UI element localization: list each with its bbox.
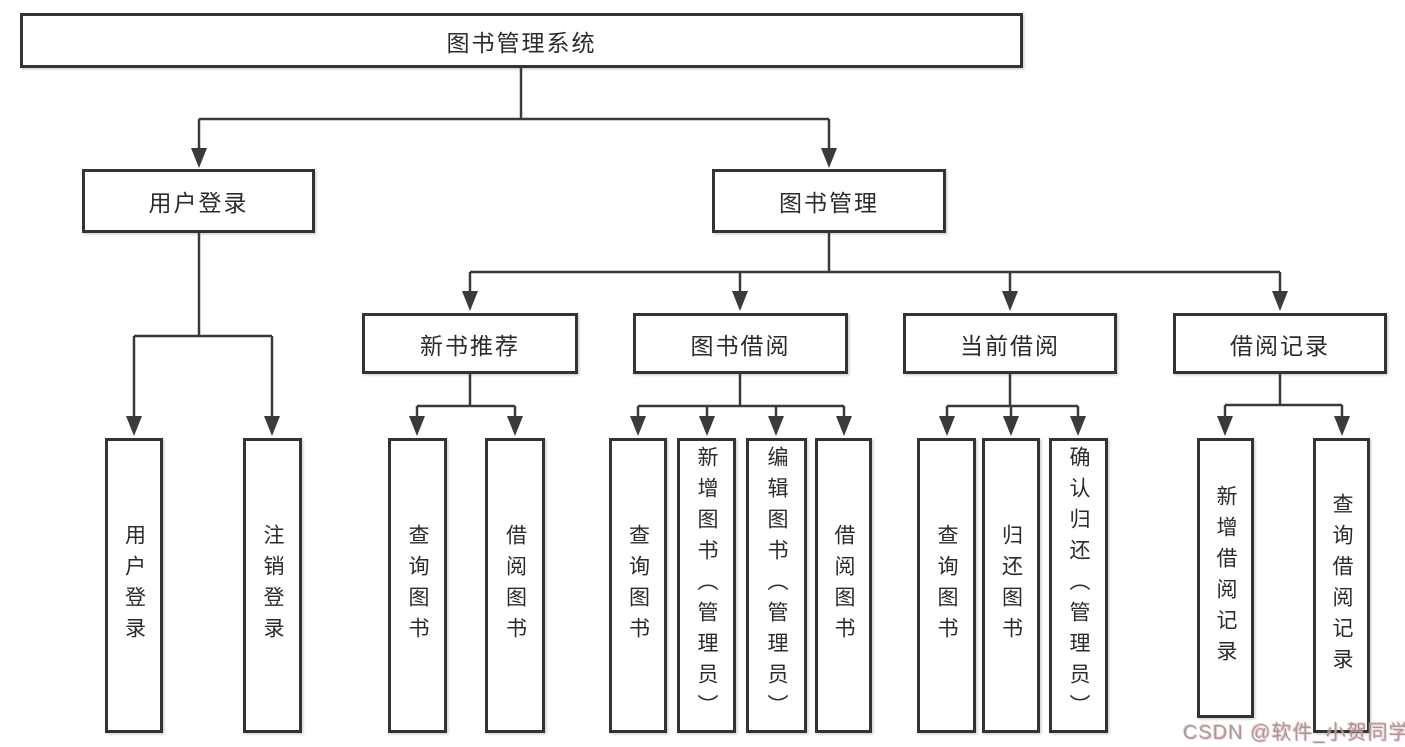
node-root-system: 图书管理系统 [20,13,1023,68]
node-borrow-records-label: 借阅记录 [1230,332,1330,359]
leaf-logout: 注销登录 [243,438,302,733]
node-borrow-records: 借阅记录 [1173,313,1387,374]
node-current-borrow: 当前借阅 [903,313,1117,374]
leaf-user-login: 用户登录 [105,438,163,733]
node-book-management: 图书管理 [712,169,946,233]
node-user-login: 用户登录 [82,169,315,233]
node-book-borrow-label: 图书借阅 [690,332,791,359]
leaf-add-books-admin: 新增图书（管理员） [677,438,736,733]
leaf-edit-books-admin: 编辑图书（管理员） [746,438,807,733]
leaf-query-borrow-record: 查询借阅记录 [1313,438,1370,733]
arrowheads [126,148,1350,436]
leaf-borrow-books-recommend: 借阅图书 [485,438,545,733]
node-new-book-recommend-label: 新书推荐 [420,332,520,359]
node-current-borrow-label: 当前借阅 [960,332,1060,359]
leaf-query-books-recommend: 查询图书 [388,438,447,733]
leaf-confirm-return-admin: 确认归还（管理员） [1049,438,1108,733]
leaf-add-borrow-record: 新增借阅记录 [1197,438,1254,718]
node-book-management-label: 图书管理 [779,190,879,216]
leaf-query-books-current: 查询图书 [917,438,976,733]
leaf-return-books: 归还图书 [982,438,1040,733]
leaf-query-books-borrow: 查询图书 [609,438,667,733]
node-book-borrow: 图书借阅 [633,313,848,374]
node-root-label: 图书管理系统 [446,29,597,56]
leaf-borrow-books: 借阅图书 [815,438,872,733]
csdn-watermark: CSDN @软件_小贺同学 [1183,722,1405,744]
node-new-book-recommend: 新书推荐 [362,313,578,374]
node-user-login-label: 用户登录 [148,190,249,216]
